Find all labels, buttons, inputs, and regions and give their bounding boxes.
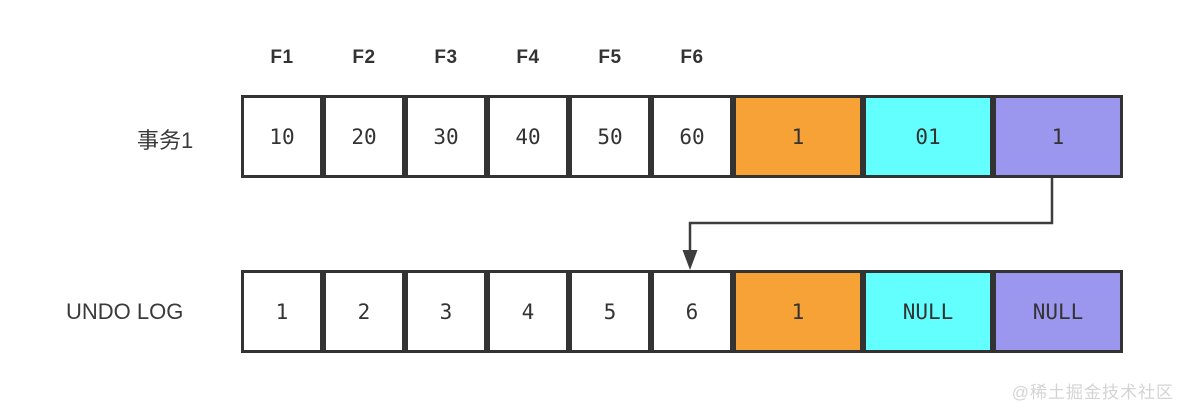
cell: 1 — [733, 95, 863, 178]
column-header: F5 — [598, 47, 622, 68]
cell: 50 — [569, 95, 651, 178]
arrow-line — [688, 178, 1054, 252]
cell: 60 — [651, 95, 733, 178]
cell: 4 — [487, 270, 569, 353]
watermark: @稀土掘金技术社区 — [1011, 383, 1174, 402]
column-header: F4 — [516, 47, 540, 68]
cell: NULL — [863, 270, 993, 353]
column-header: F1 — [270, 47, 294, 68]
column-header: F3 — [434, 47, 458, 68]
cell: 1 — [993, 95, 1123, 178]
cell: 3 — [405, 270, 487, 353]
cell: 20 — [323, 95, 405, 178]
cell: 1 — [733, 270, 863, 353]
arrow-head — [682, 250, 698, 270]
column-header: F2 — [352, 47, 376, 68]
cell: 01 — [863, 95, 993, 178]
cell: 5 — [569, 270, 651, 353]
cell: 30 — [405, 95, 487, 178]
cell: 6 — [651, 270, 733, 353]
column-header: F6 — [680, 47, 704, 68]
cell: NULL — [993, 270, 1123, 353]
cell: 2 — [323, 270, 405, 353]
cell: 1 — [241, 270, 323, 353]
cell: 40 — [487, 95, 569, 178]
column-headers: F1 F2 F3 F4 F5 F6 — [241, 47, 733, 69]
undo-log-row-label: UNDO LOG — [66, 299, 184, 324]
cell: 10 — [241, 95, 323, 178]
transaction-row-label: 事务1 — [137, 128, 194, 153]
